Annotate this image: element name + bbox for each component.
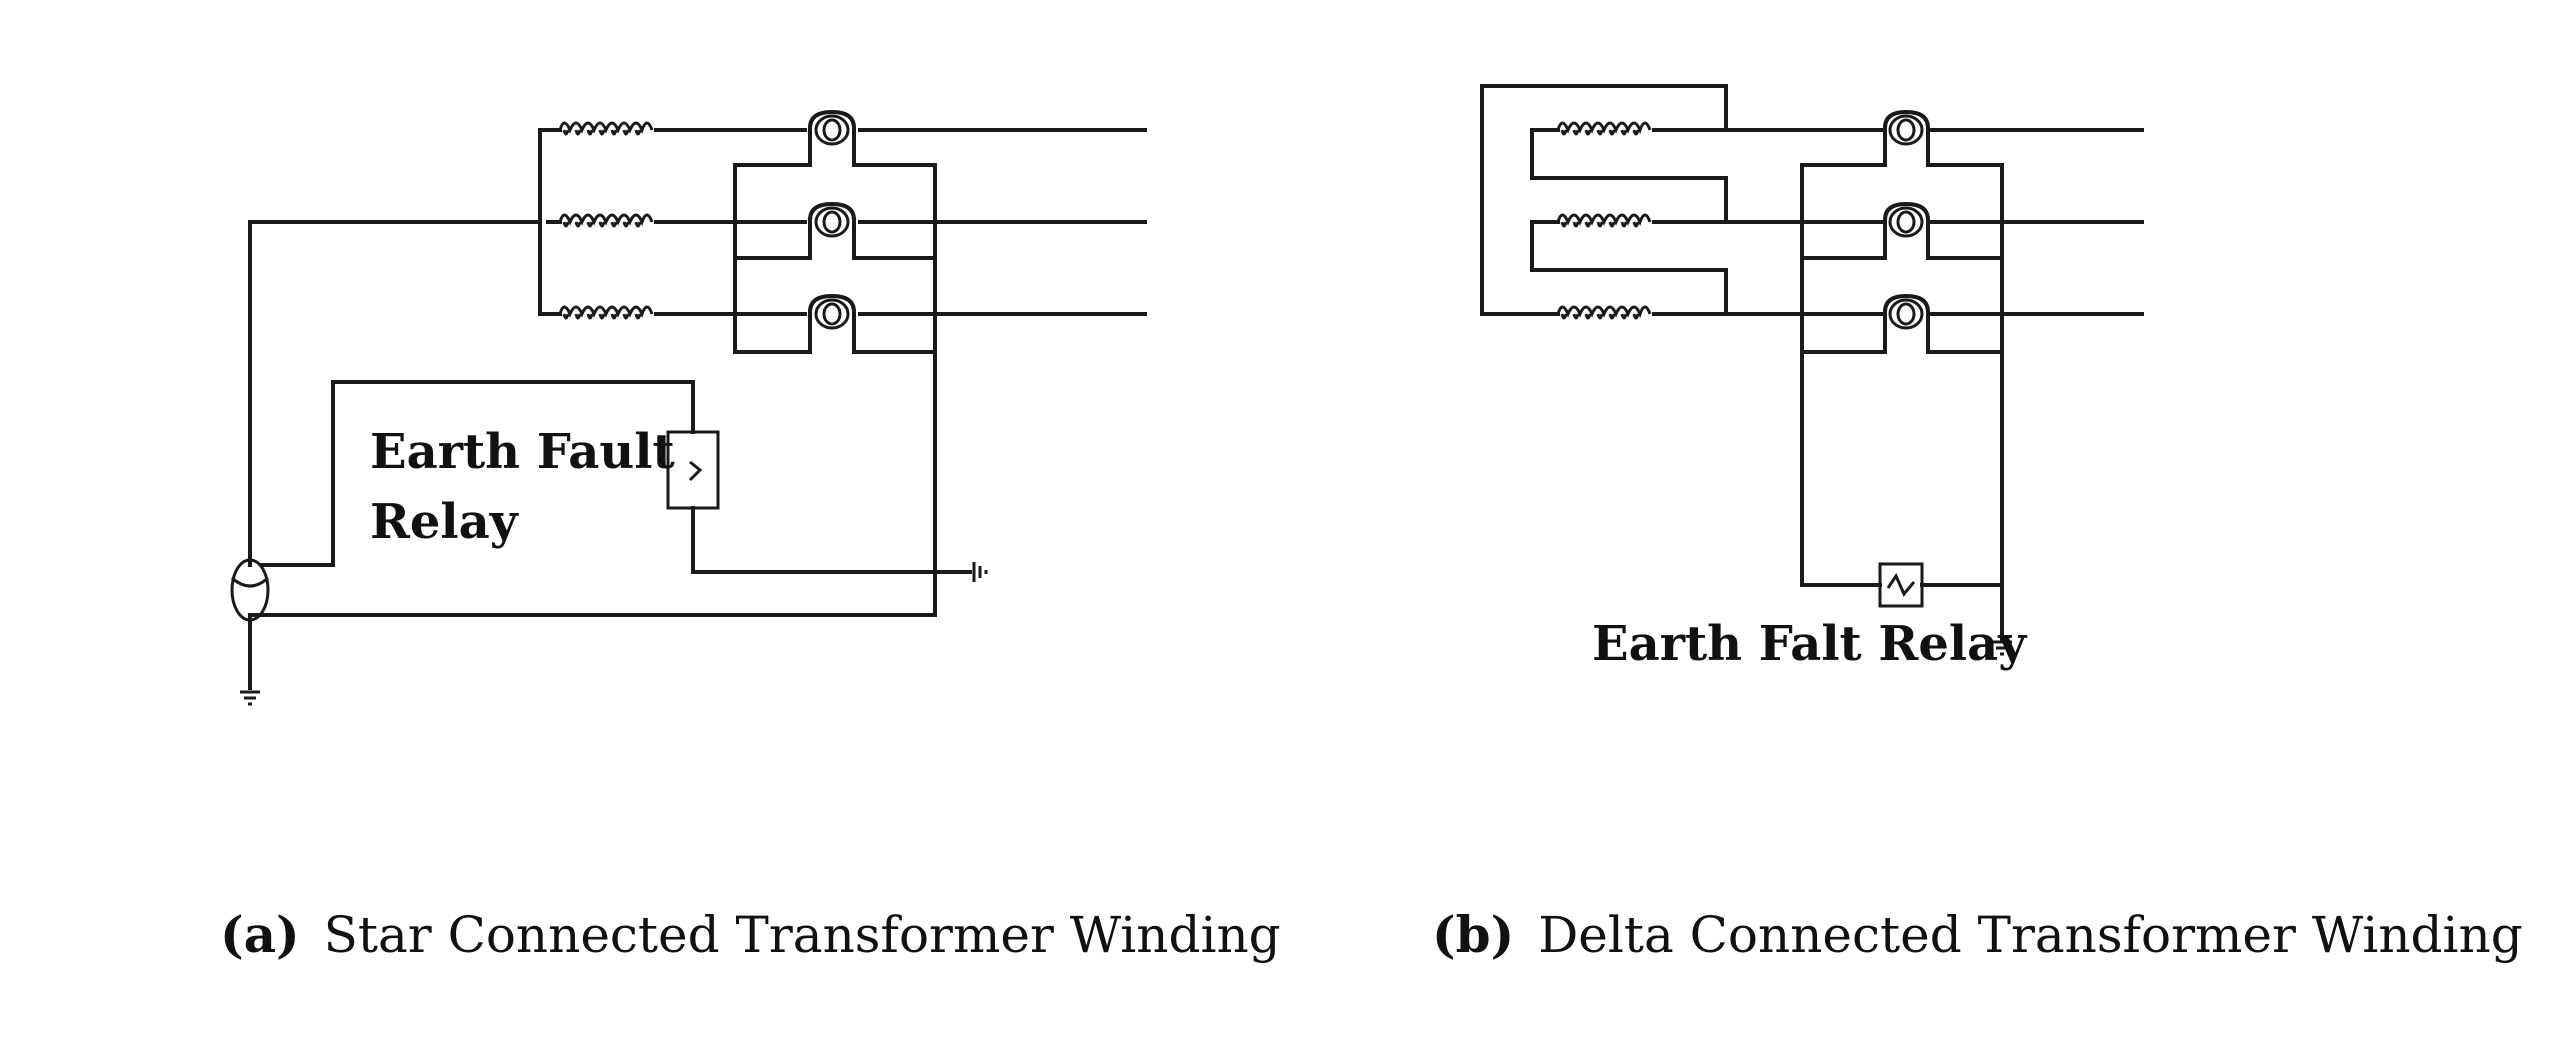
current-transformer-icon	[1888, 206, 1924, 238]
current-transformer-icon	[230, 558, 270, 622]
caption-b: (b) Delta Connected Transformer Winding	[1432, 905, 2523, 964]
current-transformer-icon	[814, 206, 850, 238]
delta-link	[1530, 128, 1728, 224]
delta-windings	[1480, 84, 1728, 320]
delta-relay-circuit	[1800, 562, 2014, 656]
delta-link	[1530, 220, 1728, 316]
relay-contact-mark	[688, 460, 703, 482]
relay-label: Earth Falt Relay	[1592, 616, 2028, 672]
current-transformer-icon	[814, 298, 850, 330]
ground-icon	[972, 560, 988, 584]
star-windings	[538, 121, 654, 320]
winding-coil-icon	[1556, 121, 1652, 136]
caption-tag: (b)	[1432, 905, 1514, 964]
current-transformer-icon	[1888, 114, 1924, 146]
delta-link	[1480, 84, 1728, 316]
relay-icon	[666, 430, 720, 510]
caption-a: (a) Star Connected Transformer Winding	[220, 905, 1281, 964]
winding-coil-icon	[1556, 213, 1652, 228]
current-transformer-icon	[814, 114, 850, 146]
caption-text: Delta Connected Transformer Winding	[1538, 906, 2523, 964]
neutral-line	[248, 220, 542, 567]
relay-label-line1: Earth Fault	[370, 424, 675, 480]
ground-icon	[238, 690, 262, 706]
star-phase-lines	[248, 128, 1147, 567]
caption-tag: (a)	[220, 905, 300, 964]
current-transformer-icon	[1888, 298, 1924, 330]
winding-coil-icon	[558, 305, 654, 320]
relay-label-line2: Relay	[370, 494, 520, 550]
caption-text: Star Connected Transformer Winding	[324, 906, 1281, 964]
delta-ct-secondaries	[1800, 109, 2004, 642]
winding-coil-icon	[558, 121, 654, 136]
neutral-current-transformer	[230, 558, 270, 622]
star-diagram: Earth Fault Relay (a) Star Connected Tra…	[220, 109, 1281, 964]
winding-coil-icon	[558, 213, 654, 228]
winding-coil-icon	[1556, 305, 1652, 320]
star-relay-circuit	[230, 380, 988, 706]
delta-phase-lines	[1652, 128, 2144, 316]
relay-contact-mark	[1886, 572, 1916, 597]
delta-diagram: Earth Falt Relay (b) Delta Connected Tra…	[1432, 84, 2523, 964]
star-ct-secondaries	[248, 109, 937, 617]
